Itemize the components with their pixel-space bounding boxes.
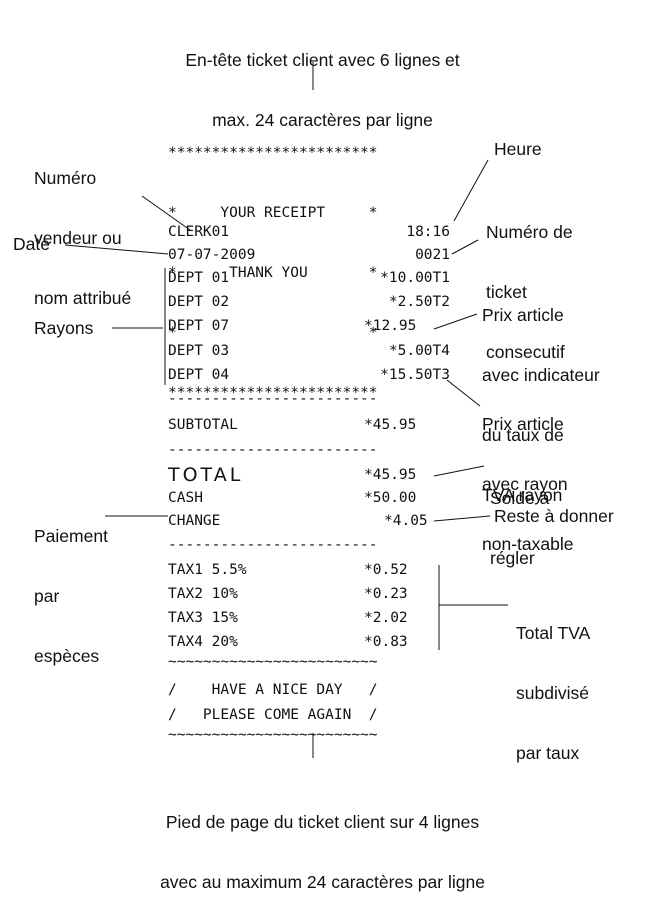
cash-label: CASH bbox=[168, 490, 203, 506]
prix-taux-line-2: avec indicateur bbox=[482, 365, 600, 385]
vendeur-line-2: vendeur ou bbox=[34, 228, 122, 248]
prix-nontax-line-3: non-taxable bbox=[482, 534, 574, 554]
header-note: En-tête ticket client avec 6 lignes et m… bbox=[0, 10, 645, 150]
subtotal-label: SUBTOTAL bbox=[168, 417, 238, 433]
total-tva-line-1: Total TVA bbox=[516, 623, 591, 643]
footer-line-1: / HAVE A NICE DAY / bbox=[168, 682, 378, 698]
clerk-name: CLERK01 bbox=[168, 224, 230, 240]
connector-lines bbox=[64, 62, 508, 758]
paiement-line-2: par bbox=[34, 586, 60, 606]
paiement-line-1: Paiement bbox=[34, 526, 108, 546]
receipt-header: ************************ * YOUR RECEIPT … bbox=[168, 103, 378, 423]
numero-ticket-label: Numéro de ticket consecutif bbox=[486, 182, 573, 382]
rayons-label: Rayons bbox=[34, 318, 94, 338]
solde-line-1: Solde à bbox=[490, 488, 550, 508]
solde-connector bbox=[433, 465, 485, 477]
total-value: *45.95 bbox=[364, 467, 417, 483]
tax-value: *0.52 bbox=[364, 562, 408, 578]
header-note-line-2: max. 24 caractères par ligne bbox=[212, 110, 433, 130]
wave-divider: ~~~~~~~~~~~~~~~~~~~~~~~~ bbox=[168, 654, 378, 670]
tax-label: TAX3 15% bbox=[168, 610, 238, 626]
dash-divider: ------------------------ bbox=[168, 391, 378, 407]
tax-label: TAX2 10% bbox=[168, 586, 238, 602]
header-note-line-1: En-tête ticket client avec 6 lignes et bbox=[185, 50, 460, 70]
item-price: *10.00T1 bbox=[380, 270, 450, 286]
cash-value: *50.00 bbox=[364, 490, 417, 506]
dash-divider: ------------------------ bbox=[168, 537, 378, 553]
receipt-header-line-3: * THANK YOU * bbox=[168, 265, 378, 281]
prix-nontax-line-1: Prix article bbox=[482, 414, 564, 434]
vendeur-connector bbox=[141, 195, 191, 231]
change-value: *4.05 bbox=[384, 513, 428, 529]
wave-divider: ~~~~~~~~~~~~~~~~~~~~~~~~ bbox=[168, 727, 378, 743]
change-label: CHANGE bbox=[168, 513, 221, 529]
tax-label: TAX4 20% bbox=[168, 634, 238, 650]
subtotal-value: *45.95 bbox=[364, 417, 417, 433]
vendeur-label: Numéro vendeur ou nom attribué bbox=[34, 128, 131, 328]
prix-taux-connector bbox=[433, 313, 478, 330]
receipt-header-line-2: * YOUR RECEIPT * bbox=[168, 205, 378, 221]
ticket-number: 0021 bbox=[415, 247, 450, 263]
solde-label: Solde à régler bbox=[490, 448, 549, 588]
item-price: *12.95 bbox=[364, 318, 417, 334]
tax-value: *2.02 bbox=[364, 610, 408, 626]
date-connector bbox=[64, 244, 169, 255]
total-tva-label: Total TVA subdivisé par taux bbox=[516, 583, 590, 783]
dash-divider: ------------------------ bbox=[168, 442, 378, 458]
vendeur-line-3: nom attribué bbox=[34, 288, 132, 308]
item-dept: DEPT 02 bbox=[168, 294, 230, 310]
receipt-header-line-1: ************************ bbox=[168, 145, 378, 161]
item-dept: DEPT 07 bbox=[168, 318, 230, 334]
tax-value: *0.83 bbox=[364, 634, 408, 650]
prix-taux-label: Prix article avec indicateur du taux de … bbox=[482, 265, 600, 525]
total-tva-line-3: par taux bbox=[516, 743, 580, 763]
prix-nontax-label: Prix article avec rayon non-taxable bbox=[482, 374, 573, 574]
numero-ticket-line-2: ticket bbox=[486, 282, 527, 302]
item-dept: DEPT 04 bbox=[168, 367, 230, 383]
paiement-line-3: espèces bbox=[34, 646, 100, 666]
reste-label: Reste à donner bbox=[494, 506, 614, 526]
item-price: *15.50T3 bbox=[380, 367, 450, 383]
prix-taux-line-3: du taux de bbox=[482, 425, 564, 445]
total-tva-line-2: subdivisé bbox=[516, 683, 589, 703]
vendeur-line-1: Numéro bbox=[34, 168, 97, 188]
footer-note-line-1: Pied de page du ticket client sur 4 lign… bbox=[165, 812, 480, 832]
footer-note: Pied de page du ticket client sur 4 lign… bbox=[0, 772, 645, 912]
ticket-connector bbox=[451, 239, 479, 255]
tax-label: TAX1 5.5% bbox=[168, 562, 247, 578]
prix-taux-line-4: TVA rayon bbox=[482, 485, 563, 505]
total-label: TOTAL bbox=[168, 464, 244, 486]
receipt-time: 18:16 bbox=[406, 224, 450, 240]
receipt-date: 07-07-2009 bbox=[168, 247, 256, 263]
footer-line-2: / PLEASE COME AGAIN / bbox=[168, 707, 378, 723]
numero-ticket-line-1: Numéro de bbox=[486, 222, 573, 242]
tax-value: *0.23 bbox=[364, 586, 408, 602]
date-label: Date bbox=[13, 234, 50, 254]
paiement-label: Paiement par espèces bbox=[34, 486, 108, 686]
reste-connector bbox=[433, 515, 491, 522]
prix-nontax-connector bbox=[446, 379, 481, 407]
solde-line-2: régler bbox=[490, 548, 535, 568]
heure-label: Heure bbox=[494, 139, 542, 159]
item-price: *5.00T4 bbox=[388, 343, 450, 359]
heure-connector bbox=[453, 159, 489, 222]
item-dept: DEPT 03 bbox=[168, 343, 230, 359]
prix-nontax-line-2: avec rayon bbox=[482, 474, 568, 494]
footer-note-line-2: avec au maximum 24 caractères par ligne bbox=[160, 872, 485, 892]
receipt-header-line-5: ************************ bbox=[168, 385, 378, 401]
numero-ticket-line-3: consecutif bbox=[486, 342, 565, 362]
prix-taux-line-1: Prix article bbox=[482, 305, 564, 325]
item-dept: DEPT 01 bbox=[168, 270, 230, 286]
item-price: *2.50T2 bbox=[388, 294, 450, 310]
receipt-header-line-4: * * bbox=[168, 325, 378, 341]
